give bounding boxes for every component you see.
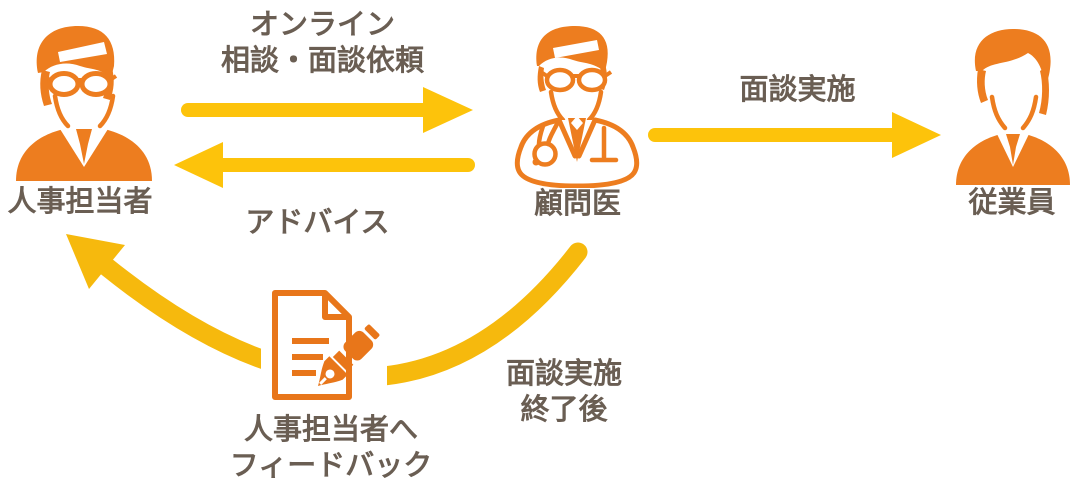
arrowhead-feedback (66, 234, 125, 289)
flow-label-feedback-line2: フィードバック (229, 450, 433, 482)
flow-label-feedback-line1: 人事担当者へ (243, 414, 418, 446)
reflex-hammer-icon (589, 125, 619, 163)
actor-label-employee: 従業員 (968, 187, 1056, 219)
flow-label-request-line2: 相談・面談依頼 (220, 45, 424, 77)
flow-label-feedback: 人事担当者へ フィードバック (212, 412, 450, 484)
flow-label-advice: アドバイス (245, 207, 390, 239)
document-outline (272, 290, 352, 400)
flow-label-after-interview: 面談実施 終了後 (478, 356, 650, 428)
hr-person-icon (8, 18, 160, 181)
arrowhead-interview (892, 112, 941, 158)
actor-label-doctor: 顧問医 (533, 188, 621, 220)
document-pen-icon (272, 290, 380, 400)
doctor-tie (568, 118, 586, 162)
arrowhead-request (423, 87, 473, 133)
flow-label-interview: 面談実施 (739, 74, 856, 106)
glasses-icon (539, 67, 613, 93)
actor-label-hr: 人事担当者 (7, 186, 153, 218)
feedback-card (261, 283, 387, 408)
stethoscope-icon (532, 121, 560, 167)
document-text-lines (292, 338, 329, 376)
employee-tie (1006, 134, 1020, 165)
hr-tie (76, 129, 92, 164)
flow-label-after-line1: 面談実施 (505, 358, 622, 390)
flow-label-request: オンライン 相談・面談依頼 (200, 7, 445, 79)
flow-label-request-line1: オンライン (249, 9, 395, 41)
glasses-icon (42, 71, 118, 97)
employee-icon (950, 25, 1076, 185)
employee-hair (974, 29, 1051, 87)
arrowhead-advice (174, 142, 223, 188)
fountain-pen-icon (318, 324, 380, 386)
doctor-icon (503, 16, 651, 189)
flow-label-after-line2: 終了後 (520, 394, 608, 426)
document-fold-corner (322, 293, 349, 320)
